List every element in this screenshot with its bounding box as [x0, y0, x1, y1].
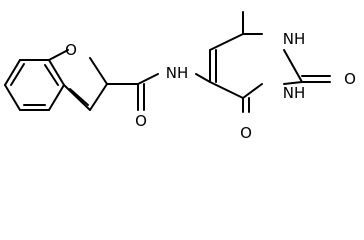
atom-nh-ring-top: NH [283, 30, 306, 48]
amide-group [106, 73, 211, 111]
chemical-structure: O O NH NH NH O O [4, 11, 356, 142]
atom-nh-ring-bottom: NH [283, 84, 306, 102]
furan-ring [48, 49, 108, 111]
atom-o-amide: O [135, 112, 147, 130]
benzene-ring [4, 59, 65, 111]
atom-o-ring-right: O [344, 70, 356, 88]
atom-o-ring-bottom: O [240, 124, 252, 142]
atom-o-furan: O [65, 41, 77, 59]
pyrimidine-ring [209, 33, 331, 113]
atom-nh-amide: NH [166, 64, 189, 82]
